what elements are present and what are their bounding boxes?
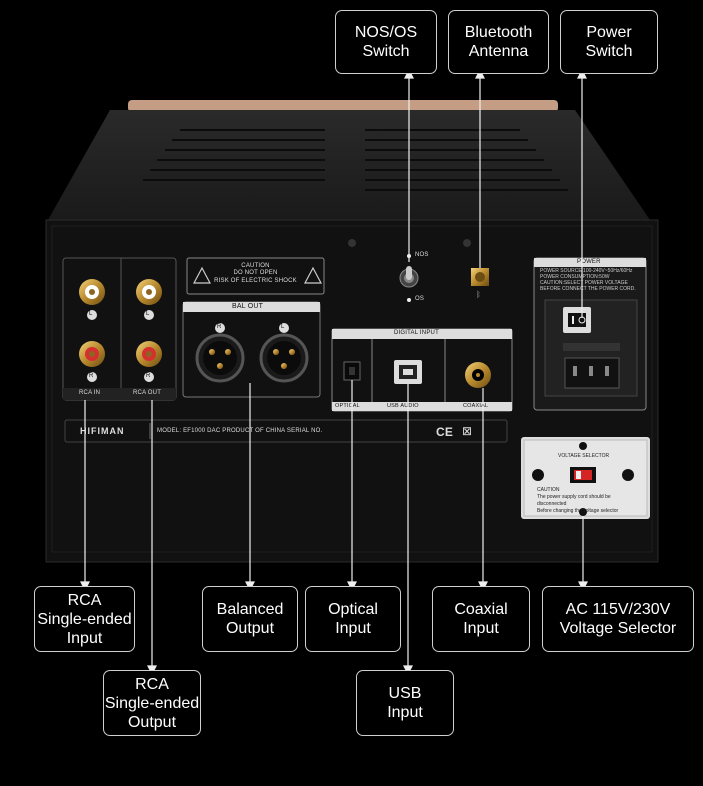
- xlr-connector-left: [195, 333, 245, 383]
- bal-right-marker: R: [217, 324, 222, 330]
- brand-logo: HIFIMAN: [80, 426, 125, 436]
- model-text: MODEL: EF1000 DAC PRODUCT OF CHINA SERIA…: [157, 428, 323, 434]
- ce-mark: CE: [436, 425, 454, 439]
- callout-optical-line1: Optical: [328, 601, 378, 618]
- callout-rca-in-line2: Single-ended: [37, 610, 132, 628]
- callout-nos-os-line1: NOS/OS: [354, 24, 418, 41]
- callout-nos-os-line2: Switch: [362, 43, 410, 60]
- caution-label: [186, 257, 325, 295]
- rca-in-left-marker: L: [89, 311, 93, 317]
- callout-rca-in-line1: RCA: [67, 591, 102, 609]
- vs-line-1: The power supply cord should be: [537, 494, 611, 500]
- callout-power-line2: Switch: [585, 43, 633, 60]
- nos-label: NOS: [415, 252, 429, 258]
- callout-balanced-line1: Balanced: [216, 601, 284, 618]
- power-line-2: POWER CONSUMPTION:50W: [540, 274, 610, 280]
- rca-connector-out-r: [136, 341, 162, 367]
- callout-rca-out-line3: Output: [127, 713, 177, 731]
- callout-voltage-selector: AC 115V/230V Voltage Selector: [542, 586, 694, 652]
- digital-input-label: DIGITAL INPUT: [394, 330, 439, 336]
- voltage-selector-label: VOLTAGE SELECTOR: [558, 453, 610, 459]
- usb-audio-port-label: USB AUDIO: [387, 403, 419, 409]
- caution-line-2: RISK OF ELECTRIC SHOCK: [214, 278, 297, 284]
- callout-optical-input: Optical Input: [305, 586, 401, 652]
- vs-line-3: Before changing the voltage selector: [537, 508, 619, 514]
- power-line-4: BEFORE CONNECT THE POWER CORD.: [540, 286, 636, 292]
- rca-connector-in-l: [79, 279, 105, 305]
- callout-nos-os-switch: NOS/OS Switch: [335, 10, 437, 74]
- voltage-selector-switch: [570, 467, 596, 483]
- callout-usb-line2: Input: [387, 704, 423, 721]
- callout-voltage-line2: Voltage Selector: [559, 620, 677, 637]
- coaxial-port-label: COAXIAL: [463, 403, 489, 409]
- callout-bluetooth-antenna: Bluetooth Antenna: [448, 10, 549, 74]
- vs-line-2: disconnected: [537, 501, 567, 507]
- callout-voltage-line1: AC 115V/230V: [565, 601, 671, 618]
- rca-connector-in-r: [79, 341, 105, 367]
- rca-in-right-marker: R: [89, 373, 94, 379]
- usb-port: [394, 360, 422, 384]
- bluetooth-antenna-connector: [471, 268, 489, 286]
- callout-bluetooth-line2: Antenna: [468, 43, 529, 60]
- optical-port-label: OPTICAL: [335, 403, 360, 409]
- power-inlet-switch: [544, 299, 638, 397]
- callout-optical-line2: Input: [335, 620, 371, 637]
- callout-coaxial-line2: Input: [463, 620, 499, 637]
- device-top-case: [48, 100, 650, 220]
- weee-bin-icon: ⊠: [462, 424, 473, 438]
- callout-rca-out-line1: RCA: [135, 675, 169, 693]
- callout-rca-input: RCA Single-ended Input: [34, 586, 135, 652]
- vs-caution: CAUTION: [537, 487, 560, 493]
- callout-rca-in-line3: Input: [66, 629, 103, 647]
- rca-in-label: RCA IN: [79, 390, 101, 396]
- coaxial-port: [465, 362, 491, 388]
- callout-usb-input: USB Input: [356, 670, 454, 736]
- nos-os-toggle-switch: [399, 266, 419, 288]
- bluetooth-icon: ᛒ: [476, 290, 481, 299]
- caution-line-1: DO NOT OPEN: [233, 270, 278, 276]
- callout-coaxial-input: Coaxial Input: [432, 586, 530, 652]
- rca-out-right-marker: R: [146, 373, 151, 379]
- power-line-1: POWER SOURCE:100-240V~50Hz/60Hz: [540, 268, 633, 274]
- optical-port: [343, 361, 361, 381]
- callout-bluetooth-line1: Bluetooth: [464, 24, 533, 41]
- rca-out-left-marker: L: [146, 311, 150, 317]
- callout-coaxial-line1: Coaxial: [454, 601, 508, 618]
- callout-balanced-line2: Output: [225, 620, 275, 637]
- xlr-connector-right: [259, 333, 309, 383]
- callout-balanced-output: Balanced Output: [202, 586, 298, 652]
- callout-power-line1: Power: [586, 24, 632, 41]
- rca-connector-out-l: [136, 279, 162, 305]
- callout-usb-line1: USB: [388, 685, 422, 702]
- callout-rca-out-line2: Single-ended: [104, 694, 200, 712]
- os-label: OS: [415, 296, 425, 302]
- bal-left-marker: L: [281, 324, 285, 330]
- caution-title: CAUTION: [241, 263, 270, 269]
- rca-out-label: RCA OUT: [133, 390, 162, 396]
- power-line-3: CAUTION:SELECT POWER VOLTAGE: [540, 280, 628, 286]
- callout-rca-output: RCA Single-ended Output: [103, 670, 201, 736]
- callout-power-switch: Power Switch: [560, 10, 658, 74]
- model-strip: [64, 419, 508, 443]
- bal-out-label: BAL OUT: [232, 303, 264, 310]
- power-label: POWER: [577, 259, 601, 265]
